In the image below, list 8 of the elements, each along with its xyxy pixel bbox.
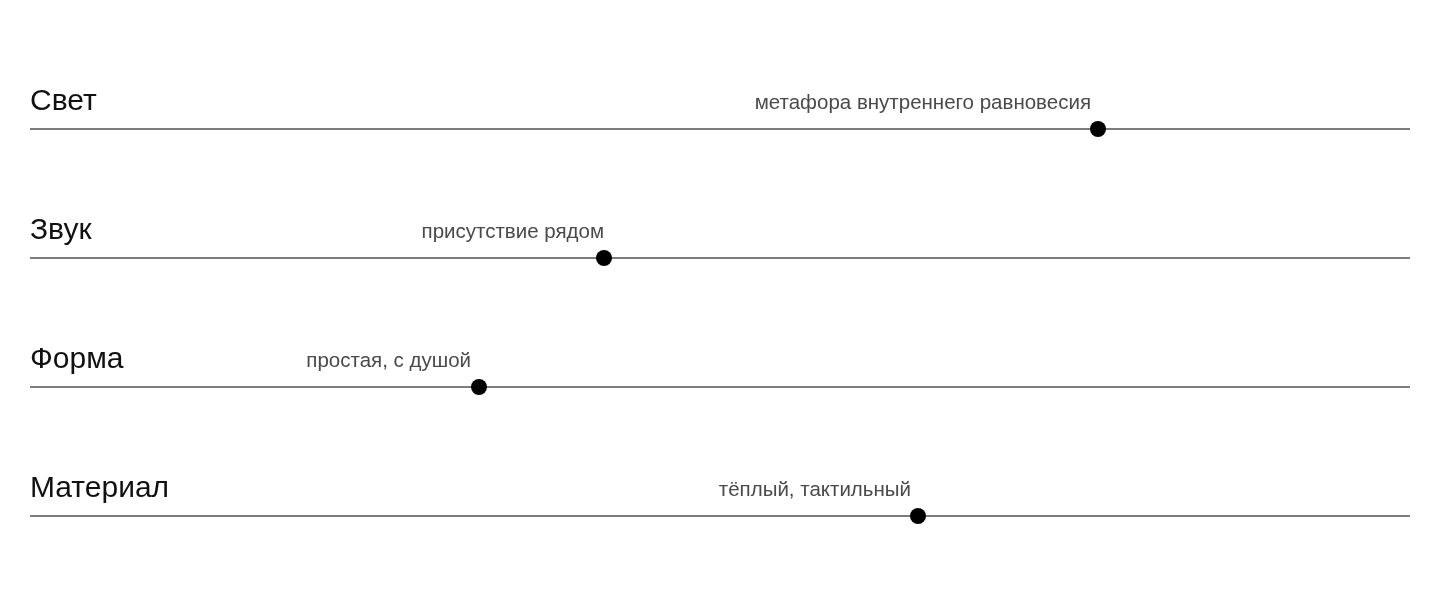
marker-caption: метафора внутреннего равновесия (754, 91, 1091, 113)
marker-caption: тёплый, тактильный (718, 478, 911, 500)
marker-caption: присутствие рядом (421, 220, 604, 242)
scale-label: Форма (30, 343, 124, 373)
marker-caption: простая, с душой (306, 349, 471, 371)
scale-label: Звук (30, 214, 92, 244)
scale-label: Свет (30, 85, 97, 115)
scale-label: Материал (30, 472, 170, 502)
